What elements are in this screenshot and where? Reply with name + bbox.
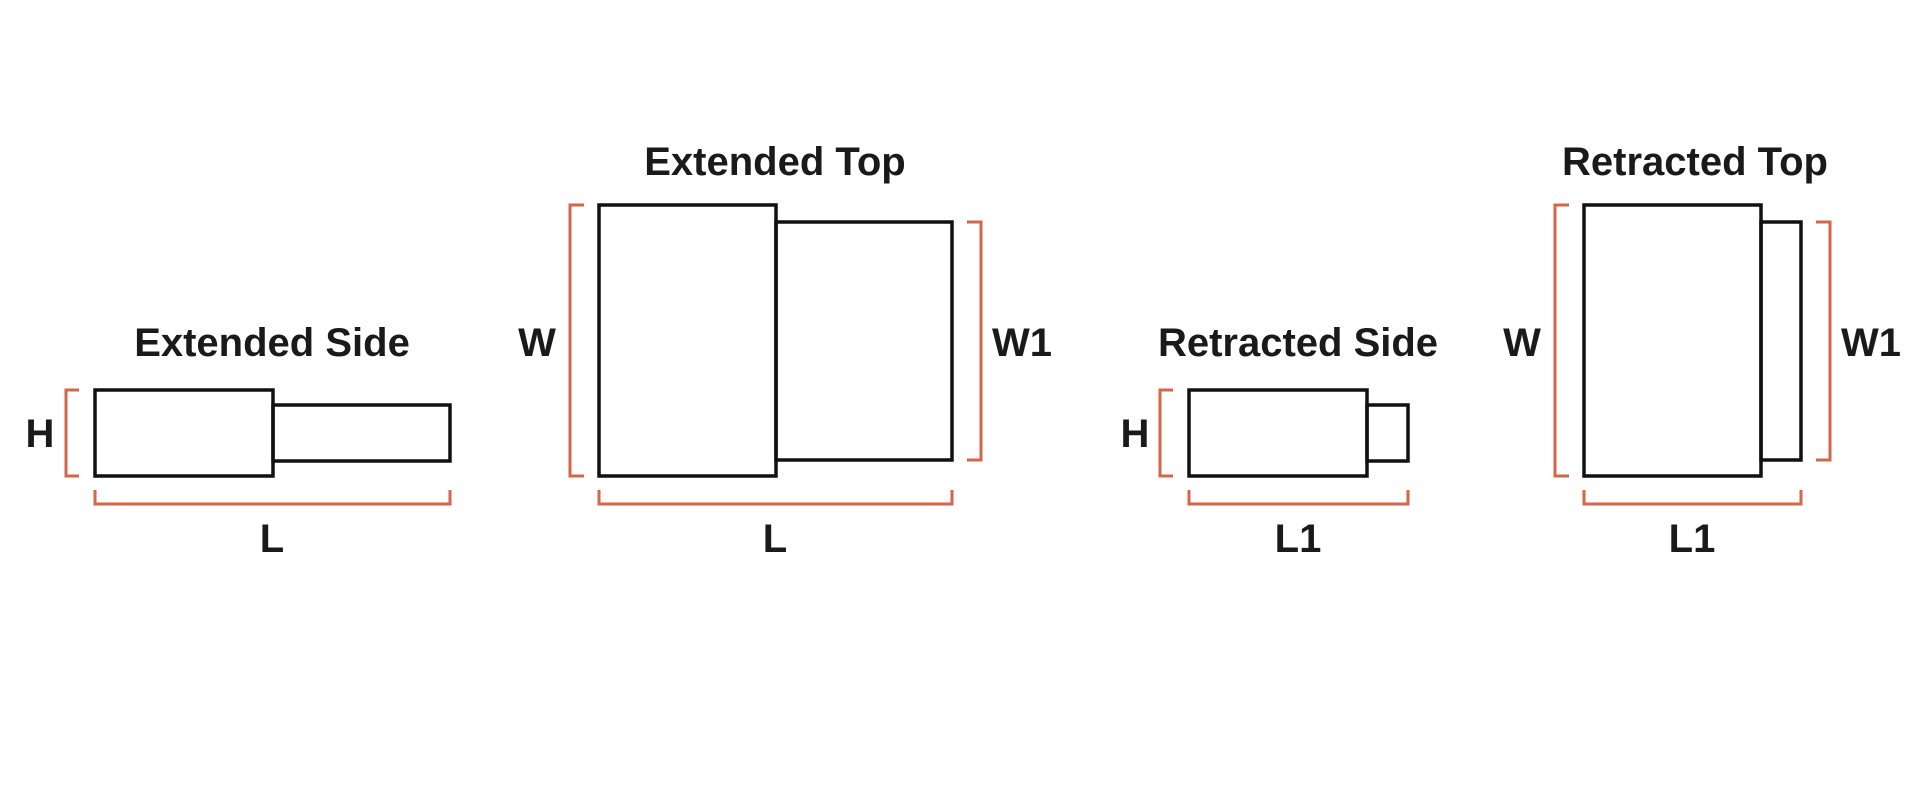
retracted-side-body xyxy=(1187,388,1369,478)
extended-top-width-label: W xyxy=(518,321,556,365)
retracted-side-length-bracket xyxy=(1187,490,1410,506)
extended-top-extension xyxy=(774,220,954,462)
extended-side-height-label: H xyxy=(26,412,55,456)
retracted-side-height-bracket xyxy=(1158,388,1173,478)
retracted-side-height-label: H xyxy=(1121,412,1150,456)
retracted-top-width-bracket xyxy=(1553,203,1569,478)
retracted-top-width1-label: W1 xyxy=(1841,321,1901,365)
extended-side-length-bracket xyxy=(93,490,452,506)
extended-top-title: Extended Top xyxy=(644,140,905,184)
extended-side-title: Extended Side xyxy=(134,321,410,365)
panel-retracted-top: Retracted Top W W1 L1 xyxy=(1503,140,1901,561)
retracted-top-width-label: W xyxy=(1503,321,1541,365)
retracted-top-width1-bracket xyxy=(1816,220,1832,462)
extended-top-body xyxy=(597,203,778,478)
extended-top-width-bracket xyxy=(568,203,584,478)
extended-top-width1-bracket xyxy=(967,220,983,462)
extended-side-extension xyxy=(271,403,452,463)
extended-top-width1-label: W1 xyxy=(992,321,1052,365)
panel-extended-top: Extended Top W W1 L xyxy=(518,140,1052,561)
retracted-side-length-label: L1 xyxy=(1275,517,1322,561)
extended-side-length-label: L xyxy=(260,517,284,561)
retracted-top-body xyxy=(1582,203,1763,478)
retracted-top-extension xyxy=(1759,220,1803,462)
extended-top-length-bracket xyxy=(597,490,954,506)
panel-retracted-side: Retracted Side H L1 xyxy=(1121,321,1439,561)
extended-side-body xyxy=(93,388,275,478)
panel-extended-side: Extended Side H L xyxy=(26,321,452,561)
retracted-top-length-bracket xyxy=(1582,490,1803,506)
retracted-side-extension xyxy=(1365,403,1410,463)
retracted-side-title: Retracted Side xyxy=(1158,321,1438,365)
extended-side-height-bracket xyxy=(64,388,79,478)
retracted-top-title: Retracted Top xyxy=(1562,140,1828,184)
retracted-top-length-label: L1 xyxy=(1669,517,1716,561)
extended-top-length-label: L xyxy=(763,517,787,561)
